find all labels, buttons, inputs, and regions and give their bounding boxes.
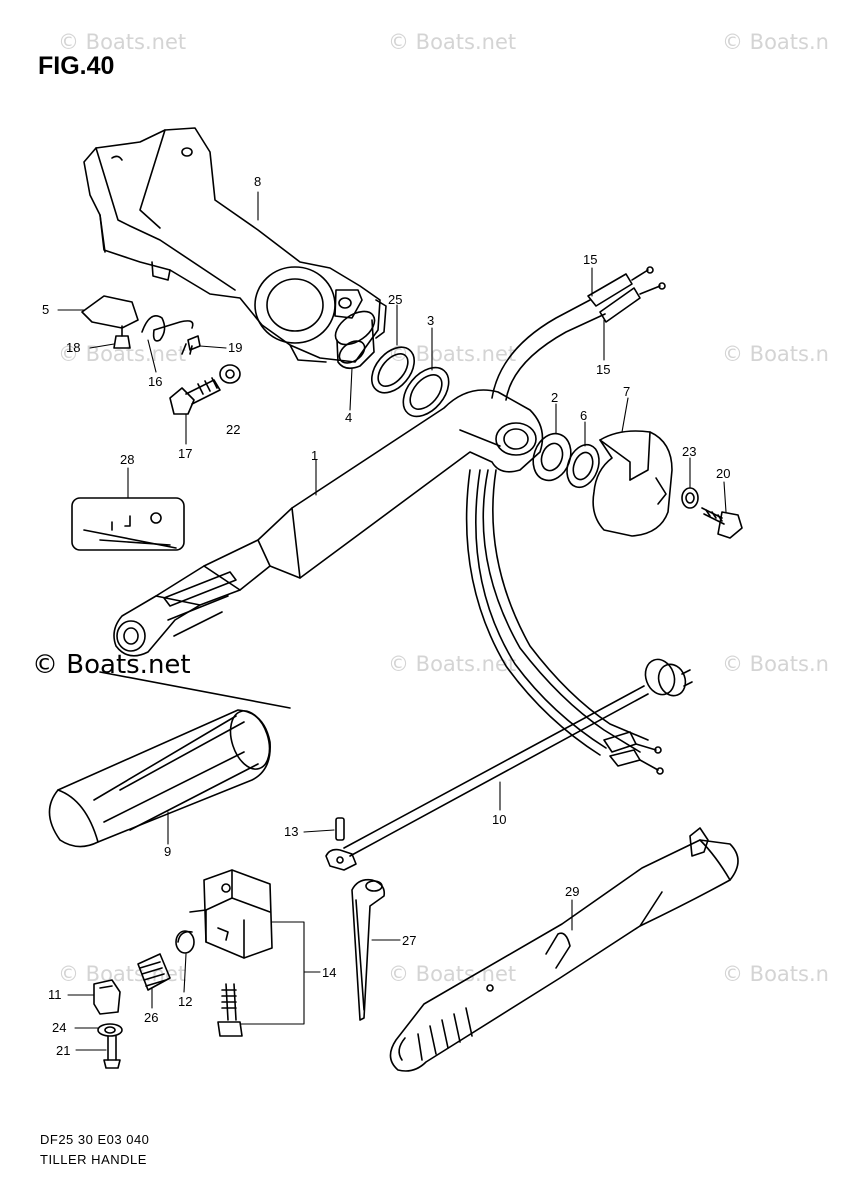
watermark: © Boats.net xyxy=(388,342,517,366)
watermark: © Boats.n xyxy=(722,652,829,676)
callout-22: 22 xyxy=(226,422,240,437)
callout-16: 16 xyxy=(148,374,162,389)
part-19-screw xyxy=(181,335,201,355)
part-28-decal xyxy=(71,497,185,551)
callout-12: 12 xyxy=(178,994,192,1009)
part-14-screw xyxy=(217,983,243,1037)
callout-8: 8 xyxy=(254,174,261,189)
callout-2: 2 xyxy=(551,390,558,405)
callout-1: 1 xyxy=(311,448,318,463)
callout-5: 5 xyxy=(42,302,49,317)
part-3-ring xyxy=(402,366,450,418)
part-15-cables xyxy=(465,266,666,775)
callout-4: 4 xyxy=(345,410,352,425)
part-5-plate xyxy=(81,295,139,329)
part-26-spring xyxy=(137,953,171,991)
watermark: © Boats.n xyxy=(722,342,829,366)
part-6-ring xyxy=(566,443,600,489)
callout-23: 23 xyxy=(682,444,696,459)
watermark: © Boats.n xyxy=(722,962,829,986)
callout-13: 13 xyxy=(284,824,298,839)
callout-24: 24 xyxy=(52,1020,66,1035)
part-13-pin xyxy=(335,817,345,841)
part-7-cap xyxy=(592,430,673,537)
callout-15-upper: 15 xyxy=(583,252,597,267)
part-21-screw xyxy=(103,1035,121,1069)
callout-18: 18 xyxy=(66,340,80,355)
footer-description: TILLER HANDLE xyxy=(40,1152,147,1167)
callout-7: 7 xyxy=(623,384,630,399)
callout-15-lower: 15 xyxy=(596,362,610,377)
callout-28: 28 xyxy=(120,452,134,467)
watermark: © Boats.net xyxy=(388,652,517,676)
part-20-bolt xyxy=(701,507,743,539)
callout-17: 17 xyxy=(178,446,192,461)
callout-9: 9 xyxy=(164,844,171,859)
callout-labels: 8 15 15 25 3 5 18 16 19 17 22 4 28 1 2 6… xyxy=(42,174,730,1058)
watermark: © Boats.net xyxy=(388,30,517,54)
watermark: © Boats.net xyxy=(388,962,517,986)
callout-26: 26 xyxy=(144,1010,158,1025)
part-18-screw xyxy=(113,325,131,349)
part-24-washer xyxy=(97,1023,123,1037)
callout-25: 25 xyxy=(388,292,402,307)
part-12-clip xyxy=(175,930,195,954)
footer-model-code: DF25 30 E03 040 xyxy=(40,1132,150,1147)
callout-14: 14 xyxy=(322,965,336,980)
callout-6: 6 xyxy=(580,408,587,423)
part-4-sleeve xyxy=(334,310,376,370)
part-29-extension xyxy=(389,827,739,1072)
part-14-block xyxy=(189,869,273,959)
callout-27: 27 xyxy=(402,933,416,948)
callout-3: 3 xyxy=(427,313,434,328)
figure-title: FIG.40 xyxy=(38,52,115,80)
part-10-rod xyxy=(325,658,693,871)
part-25-ring xyxy=(371,346,415,394)
callout-20: 20 xyxy=(716,466,730,481)
callout-29: 29 xyxy=(565,884,579,899)
part-23-washer xyxy=(681,487,699,509)
part-27-tie xyxy=(351,878,386,1021)
part-8-bracket xyxy=(83,127,387,363)
callout-19: 19 xyxy=(228,340,242,355)
part-17-bolt xyxy=(169,377,221,415)
watermark: © Boats.net xyxy=(58,30,187,54)
part-1-tiller-arm xyxy=(113,389,544,657)
leader-lines xyxy=(57,191,727,1051)
part-22-washer xyxy=(219,364,241,384)
leader-grip xyxy=(99,671,291,709)
watermark: © Boats.n xyxy=(722,30,829,54)
callout-10: 10 xyxy=(492,812,506,827)
callout-11: 11 xyxy=(48,987,62,1002)
callout-21: 21 xyxy=(56,1043,70,1058)
part-16-spring xyxy=(141,315,194,342)
part-11-knob xyxy=(93,979,121,1015)
part-9-grip xyxy=(48,709,271,848)
watermark: © Boats.net xyxy=(58,342,187,366)
watermark-dark: © Boats.net xyxy=(32,650,191,680)
